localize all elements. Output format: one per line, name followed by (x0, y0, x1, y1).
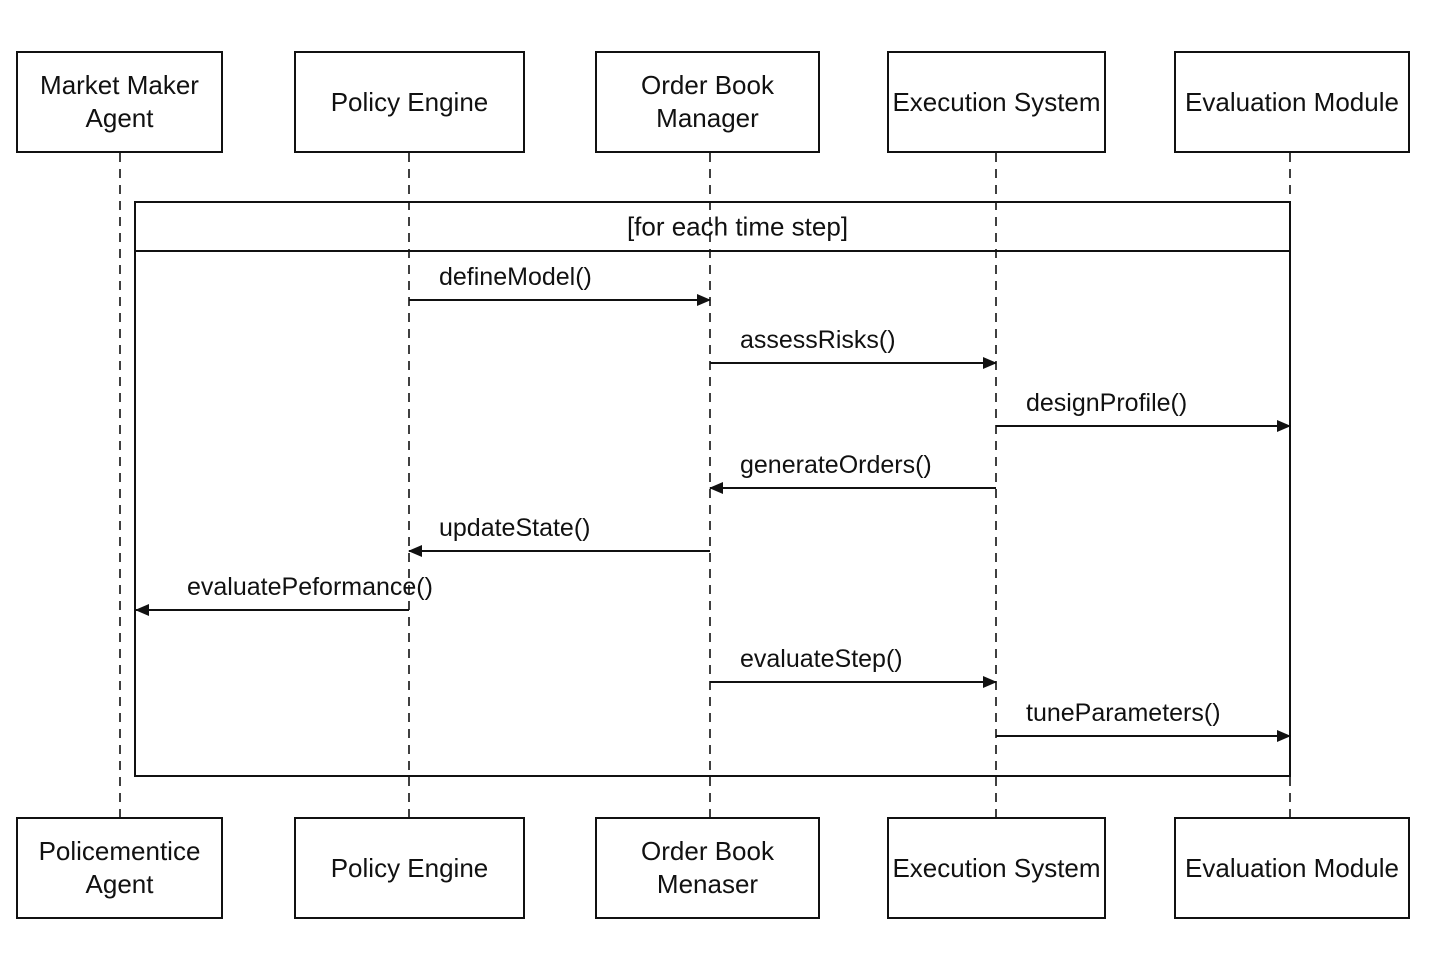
top-participant-market-maker-agent: Market Maker Agent (16, 51, 223, 153)
bottom-participant-execution-system: Execution System (887, 817, 1106, 919)
top-participant-label: Policy Engine (330, 86, 489, 117)
bottom-participant-label: Order Book Menaser (641, 836, 774, 899)
bottom-participant-label: Policementice Agent (38, 836, 201, 899)
bottom-participant-policy-engine: Policy Engine (294, 817, 525, 919)
top-participant-execution-system: Execution System (887, 51, 1106, 153)
top-participant-label: Order Book Manager (641, 70, 774, 133)
top-participant-label: Execution System (892, 86, 1101, 117)
loop-frame (134, 201, 1291, 777)
message-label-6: evaluatePeformance() (187, 573, 433, 601)
top-participant-label: Evaluation Module (1185, 86, 1399, 117)
message-label-5: updateState() (439, 514, 591, 542)
top-participant-order-book-manager: Order Book Manager (595, 51, 820, 153)
bottom-participant-evaluation-module: Evaluation Module (1174, 817, 1410, 919)
bottom-participant-order-book-manager: Order Book Menaser (595, 817, 820, 919)
bottom-participant-label: Execution System (892, 852, 1101, 883)
bottom-participant-market-maker-agent: Policementice Agent (16, 817, 223, 919)
message-label-1: defineModel() (439, 263, 592, 291)
loop-condition-label: [for each time step] (627, 212, 848, 242)
bottom-participant-label: Policy Engine (330, 852, 489, 883)
message-label-2: assessRisks() (740, 326, 896, 354)
message-label-4: generateOrders() (740, 451, 932, 479)
bottom-participant-label: Evaluation Module (1185, 852, 1399, 883)
message-label-3: designProfile() (1026, 389, 1187, 417)
top-participant-evaluation-module: Evaluation Module (1174, 51, 1410, 153)
message-label-8: tuneParameters() (1026, 699, 1221, 727)
message-label-7: evaluateStep() (740, 645, 903, 673)
top-participant-label: Market Maker Agent (40, 70, 199, 133)
top-participant-policy-engine: Policy Engine (294, 51, 525, 153)
